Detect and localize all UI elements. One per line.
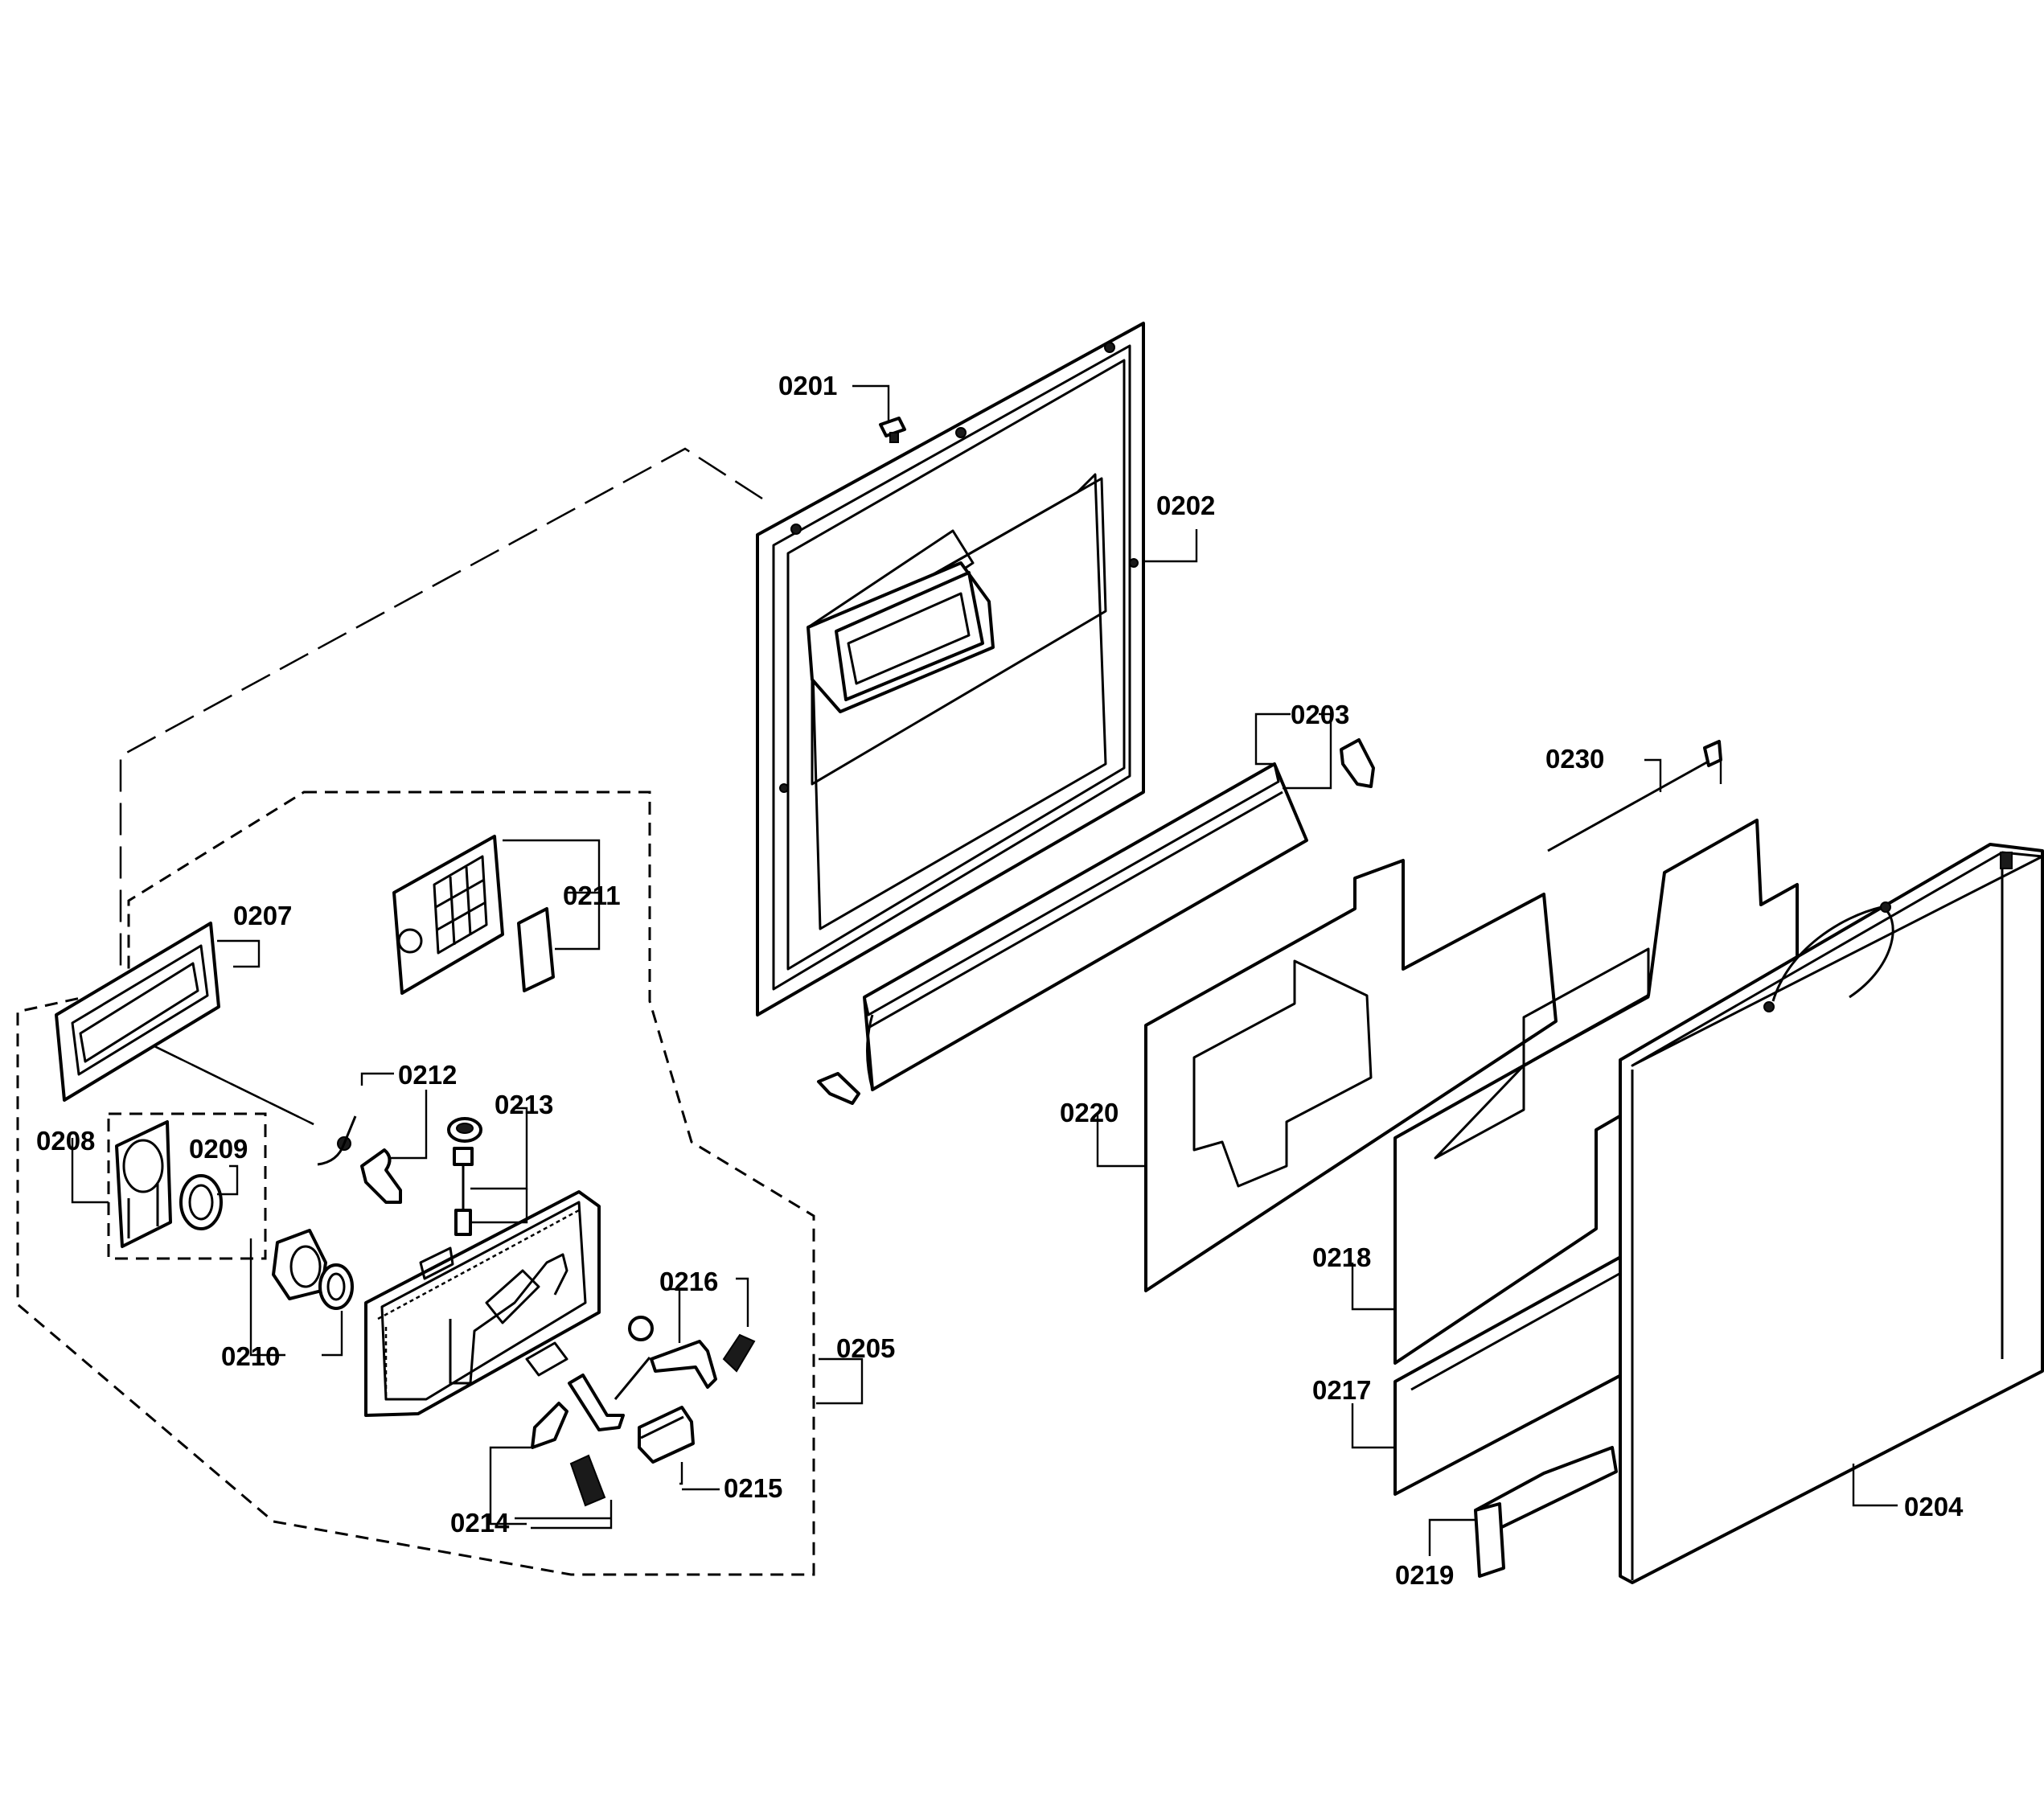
part-0214-levers xyxy=(531,1357,651,1507)
part-0211-filter xyxy=(392,835,555,995)
callout-0218: 0218 xyxy=(1312,1242,1371,1272)
callout-0209: 0209 xyxy=(189,1134,248,1164)
part-0212-clip xyxy=(317,1115,402,1204)
part-0203-rail xyxy=(817,738,1375,1105)
part-0216-lever xyxy=(628,1316,756,1389)
callout-0215: 0215 xyxy=(724,1473,782,1503)
callout-0219: 0219 xyxy=(1395,1560,1454,1590)
part-0219-handle xyxy=(1474,1446,1618,1578)
callout-0220: 0220 xyxy=(1060,1098,1118,1127)
part-0213-plunger xyxy=(447,1117,482,1236)
callout-0217: 0217 xyxy=(1312,1375,1371,1405)
part-0205-dispenser xyxy=(364,1190,601,1417)
group-0208-outline xyxy=(107,1112,267,1260)
callout-0203: 0203 xyxy=(1291,700,1349,729)
part-0209-seal xyxy=(179,1174,223,1230)
part-0208-cover xyxy=(115,1120,172,1248)
part-0201-screw xyxy=(879,417,906,443)
callout-0207: 0207 xyxy=(233,901,292,930)
callout-0208: 0208 xyxy=(36,1126,95,1156)
part-0204-outer-door xyxy=(1619,843,2044,1584)
callout-labels: 0201 0202 0203 0230 0207 0211 0212 0213 … xyxy=(36,371,1964,1590)
leader-lines xyxy=(71,384,1898,1556)
callout-0201: 0201 xyxy=(778,371,837,400)
callout-0216: 0216 xyxy=(659,1267,718,1296)
part-0202-inner-door xyxy=(756,322,1145,1016)
callout-0205: 0205 xyxy=(836,1333,895,1363)
callout-0213: 0213 xyxy=(495,1090,553,1119)
callout-0212: 0212 xyxy=(398,1060,457,1090)
part-0220-insulation xyxy=(1144,859,1558,1292)
callout-0210: 0210 xyxy=(221,1341,280,1371)
callout-0204: 0204 xyxy=(1904,1492,1964,1521)
part-0210-cap xyxy=(272,1229,354,1310)
callout-0214: 0214 xyxy=(450,1508,510,1538)
part-0230-cable xyxy=(1547,740,1722,852)
callout-0211: 0211 xyxy=(563,881,621,910)
callout-0230: 0230 xyxy=(1545,744,1604,774)
part-0218-panel xyxy=(1393,819,1799,1365)
part-0207-window-frame xyxy=(55,922,220,1102)
callout-0202: 0202 xyxy=(1156,491,1215,520)
assembly-dash-line xyxy=(119,447,763,991)
part-0215-switch xyxy=(638,1406,695,1464)
